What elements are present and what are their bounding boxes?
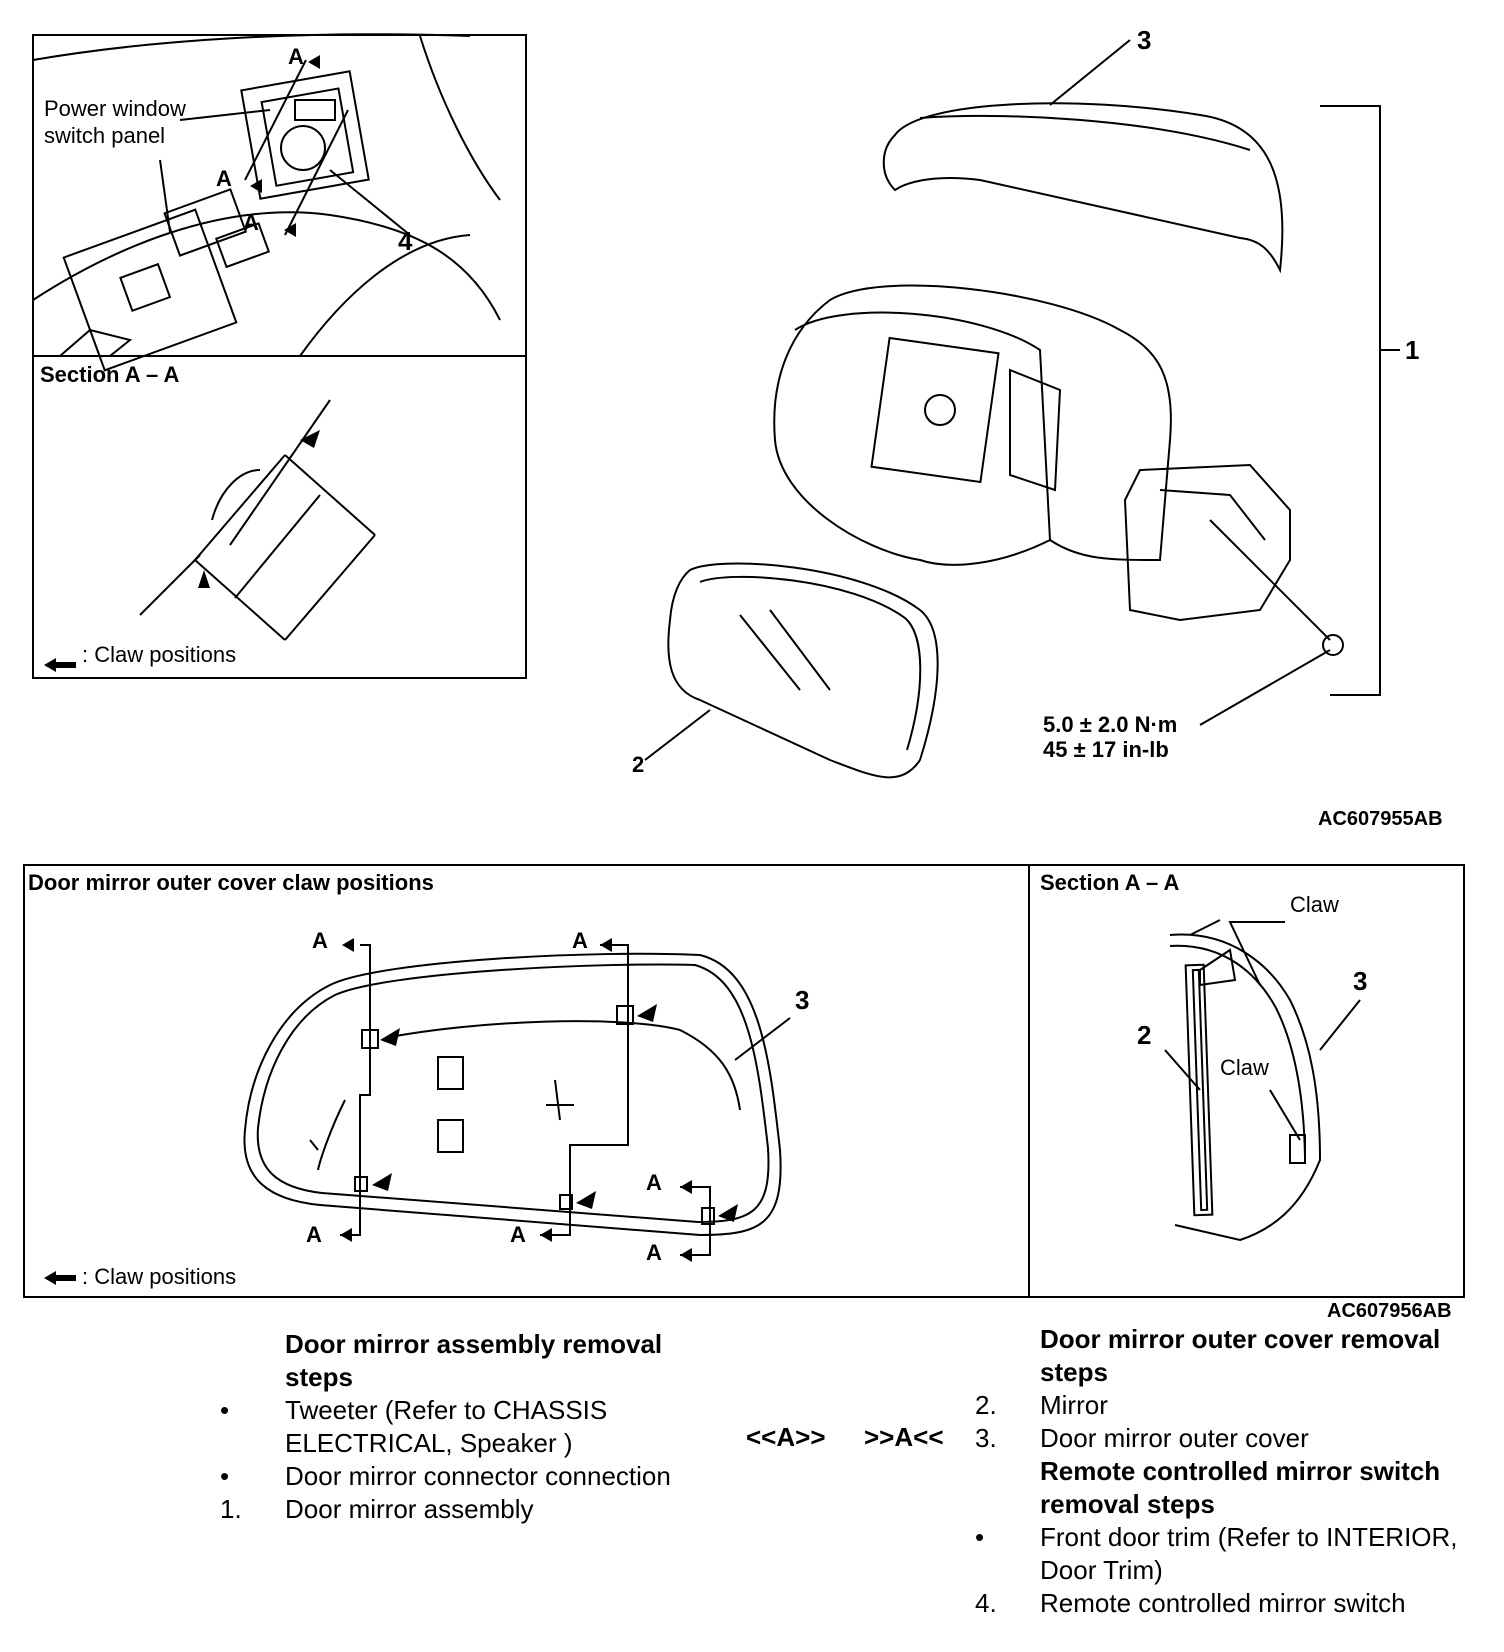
- step-mark: 4.: [975, 1588, 997, 1618]
- inset-section-title: Section A – A: [40, 362, 180, 387]
- callout-3: 3: [1353, 966, 1368, 996]
- claw-label: Claw: [1290, 892, 1339, 917]
- step-mark: 1.: [220, 1494, 242, 1524]
- section-a-marker: A: [306, 1222, 322, 1247]
- step-item: • Front door trim (Refer to INTERIOR, Do…: [975, 1521, 1490, 1587]
- legend-arrow-2: [44, 1271, 56, 1285]
- reference-a-installation: >>A<<: [864, 1422, 944, 1452]
- claw-arrow-1: [300, 430, 320, 448]
- section-a-marker: A: [646, 1170, 662, 1195]
- step-text: Door mirror connector connection: [285, 1461, 671, 1491]
- claw-positions-legend: : Claw positions: [82, 642, 237, 667]
- figure-1-drawing: [32, 33, 1400, 779]
- callout-3: 3: [795, 985, 810, 1015]
- steps-heading: Door mirror assembly removal steps: [285, 1329, 663, 1392]
- callout-4: 4: [398, 226, 413, 256]
- step-text: Tweeter (Refer to CHASSIS ELECTRICAL, Sp…: [285, 1395, 608, 1458]
- cover-removal-steps: Door mirror outer cover removal steps 2.…: [975, 1323, 1495, 1620]
- legend-arrow-1: [44, 658, 56, 672]
- torque-metric: 5.0 ± 2.0 N·m: [1043, 712, 1178, 737]
- step-item: 4. Remote controlled mirror switch: [975, 1587, 1495, 1620]
- reference-a-removal: <<A>>: [746, 1422, 826, 1452]
- section-a-marker: A: [312, 928, 328, 953]
- steps-heading: Remote controlled mirror switch removal …: [1040, 1456, 1441, 1519]
- callout-1: 1: [1405, 335, 1420, 365]
- figure-2-drawing: [23, 864, 1465, 1298]
- section-title: Section A – A: [1040, 870, 1180, 895]
- step-mark: 3.: [975, 1423, 997, 1453]
- figure-id: AC607955AB: [1318, 808, 1443, 830]
- section-a-marker: A: [216, 166, 232, 191]
- section-a-marker: A: [288, 44, 304, 69]
- torque-imperial: 45 ± 17 in-lb: [1043, 737, 1169, 762]
- claw-positions-legend: : Claw positions: [82, 1264, 237, 1289]
- callout-3: 3: [1137, 25, 1152, 55]
- claw-positions-title: Door mirror outer cover claw positions: [28, 870, 434, 895]
- callout-2: 2: [632, 752, 645, 777]
- step-text: Mirror: [1040, 1390, 1108, 1420]
- step-text: Door mirror assembly: [285, 1494, 534, 1524]
- steps-heading: Door mirror outer cover removal steps: [1040, 1324, 1441, 1387]
- step-item: • Tweeter (Refer to CHASSIS ELECTRICAL, …: [220, 1394, 705, 1460]
- assembly-removal-steps: Door mirror assembly removal steps • Twe…: [220, 1328, 740, 1526]
- claw-arrow-2: [198, 570, 210, 588]
- step-item: 1. Door mirror assembly: [220, 1493, 740, 1526]
- step-text: Remote controlled mirror switch: [1040, 1588, 1406, 1618]
- callout-2: 2: [1137, 1020, 1152, 1050]
- step-item: 2. Mirror: [975, 1389, 1495, 1422]
- step-mark: •: [220, 1395, 230, 1425]
- section-a-marker: A: [572, 928, 588, 953]
- step-mark: •: [220, 1461, 230, 1491]
- figure-2-frame: [23, 864, 1465, 1298]
- power-window-switch-panel-label: Power window switch panel: [44, 96, 186, 148]
- figure-id: AC607956AB: [1327, 1300, 1452, 1322]
- step-mark: 2.: [975, 1390, 997, 1420]
- section-a-marker: A: [646, 1240, 662, 1265]
- step-text: Door mirror outer cover: [1040, 1423, 1309, 1453]
- claw-label: Claw: [1220, 1055, 1269, 1080]
- step-text: Front door trim (Refer to INTERIOR, Door…: [1040, 1522, 1458, 1585]
- section-a-marker: A: [243, 210, 259, 235]
- step-item: 3. Door mirror outer cover: [975, 1422, 1495, 1455]
- step-item: • Door mirror connector connection: [220, 1460, 740, 1493]
- step-mark: •: [975, 1522, 985, 1552]
- section-a-marker: A: [510, 1222, 526, 1247]
